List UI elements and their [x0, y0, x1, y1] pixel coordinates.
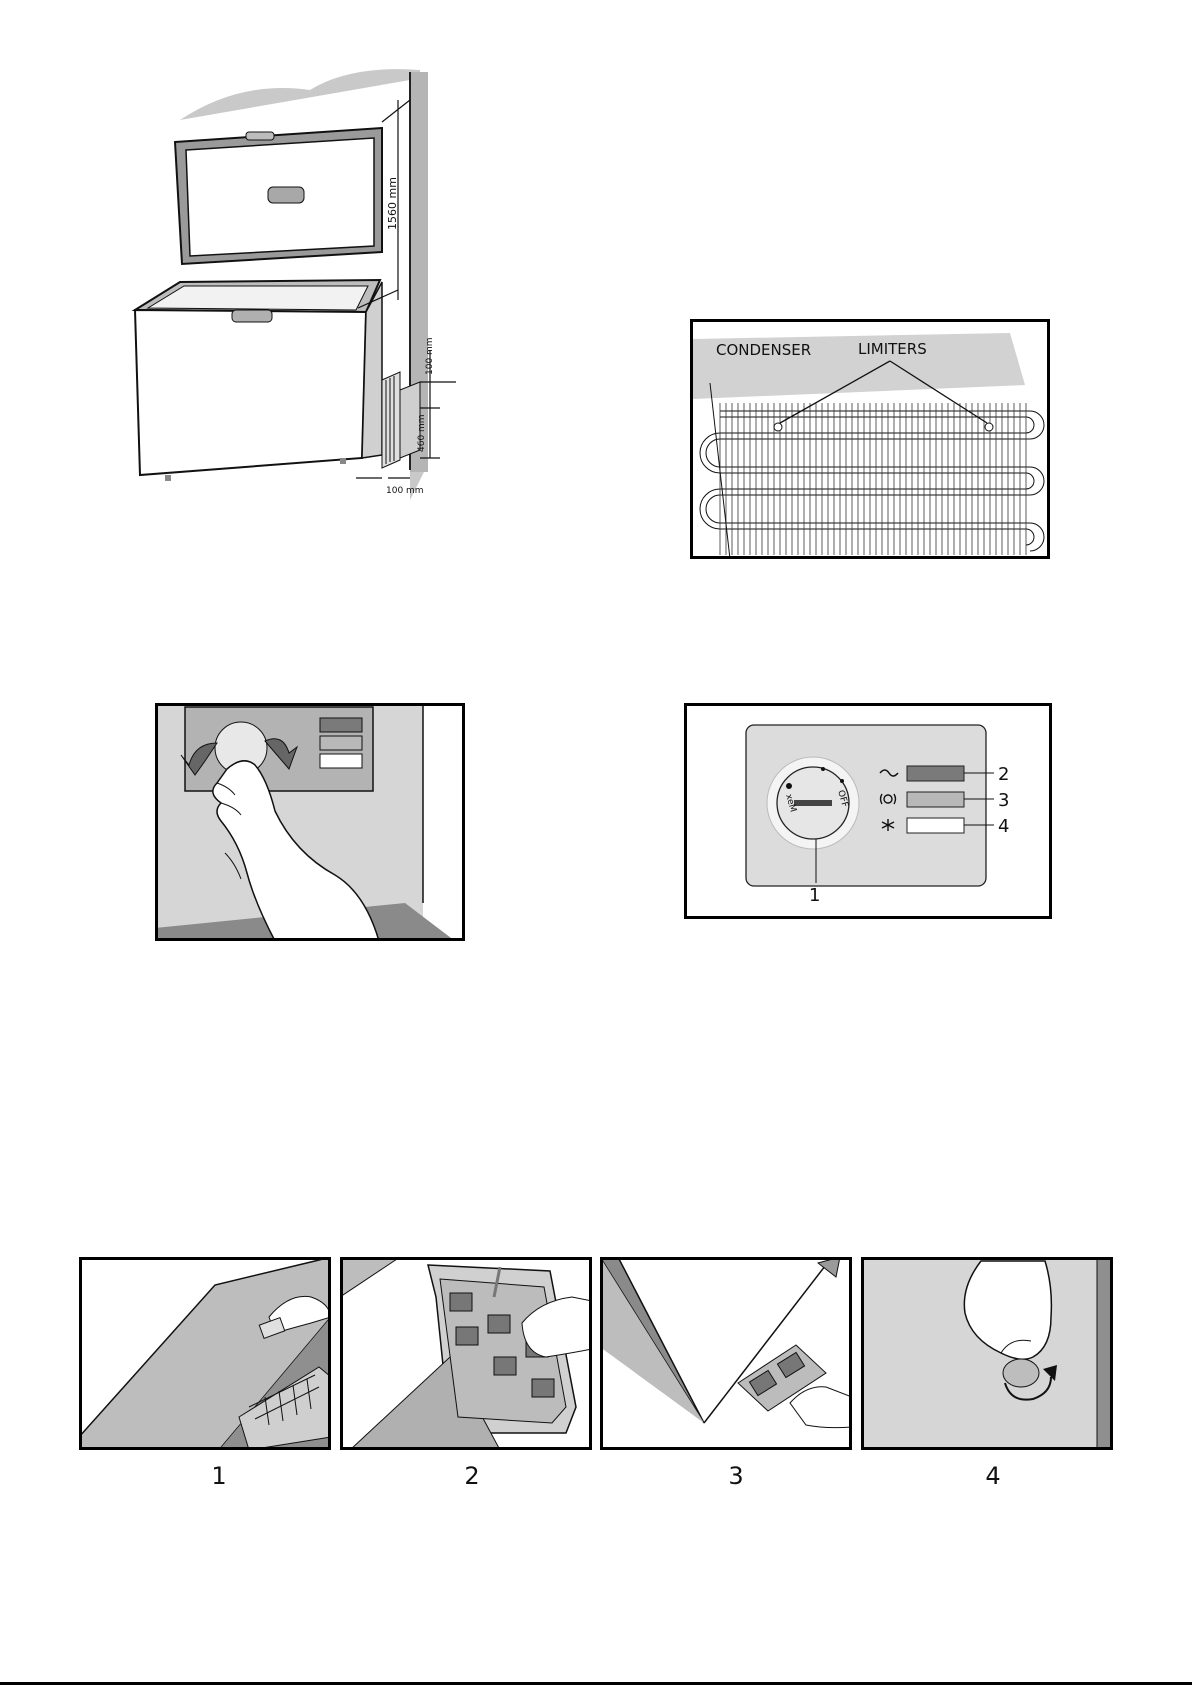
figure-control-panel: OFF xeM 1 2 3 4 — [684, 703, 1052, 919]
dim-mid: 460 mm — [417, 414, 427, 452]
dim-side: 100 mm — [386, 486, 424, 496]
step-2-panel — [340, 1257, 592, 1450]
indicator-lamp-alarm — [907, 792, 964, 807]
figure-adjust-thermostat — [155, 703, 465, 941]
indicator-lamp-fastfreeze — [907, 818, 964, 833]
callout-2: 2 — [998, 764, 1009, 785]
callout-1: 1 — [809, 885, 820, 906]
callout-4: 4 — [998, 816, 1009, 837]
freezer-cabinet — [135, 280, 420, 481]
figure-condenser: CONDENSER LIMITERS — [690, 319, 1050, 559]
light-bulb — [1003, 1359, 1039, 1387]
dim-top: 100 mm — [425, 337, 435, 375]
step-label-3: 3 — [716, 1462, 756, 1490]
label-condenser: CONDENSER — [716, 341, 811, 359]
freezer-lid — [175, 128, 382, 264]
step-label-4: 4 — [973, 1462, 1013, 1490]
limiter-right — [985, 423, 993, 431]
step-1-panel — [79, 1257, 331, 1450]
callout-3: 3 — [998, 790, 1009, 811]
figure-freezer-installation: 1560 mm 100 mm 460 mm 100 mm — [120, 60, 490, 530]
limiter-left — [774, 423, 782, 431]
indicator-lamp-power — [907, 766, 964, 781]
step-label-2: 2 — [452, 1462, 492, 1490]
step-4-panel — [861, 1257, 1113, 1450]
dim-height: 1560 mm — [386, 177, 399, 230]
label-limiters: LIMITERS — [858, 340, 927, 358]
step-label-1: 1 — [199, 1462, 239, 1490]
step-3-panel — [600, 1257, 852, 1450]
